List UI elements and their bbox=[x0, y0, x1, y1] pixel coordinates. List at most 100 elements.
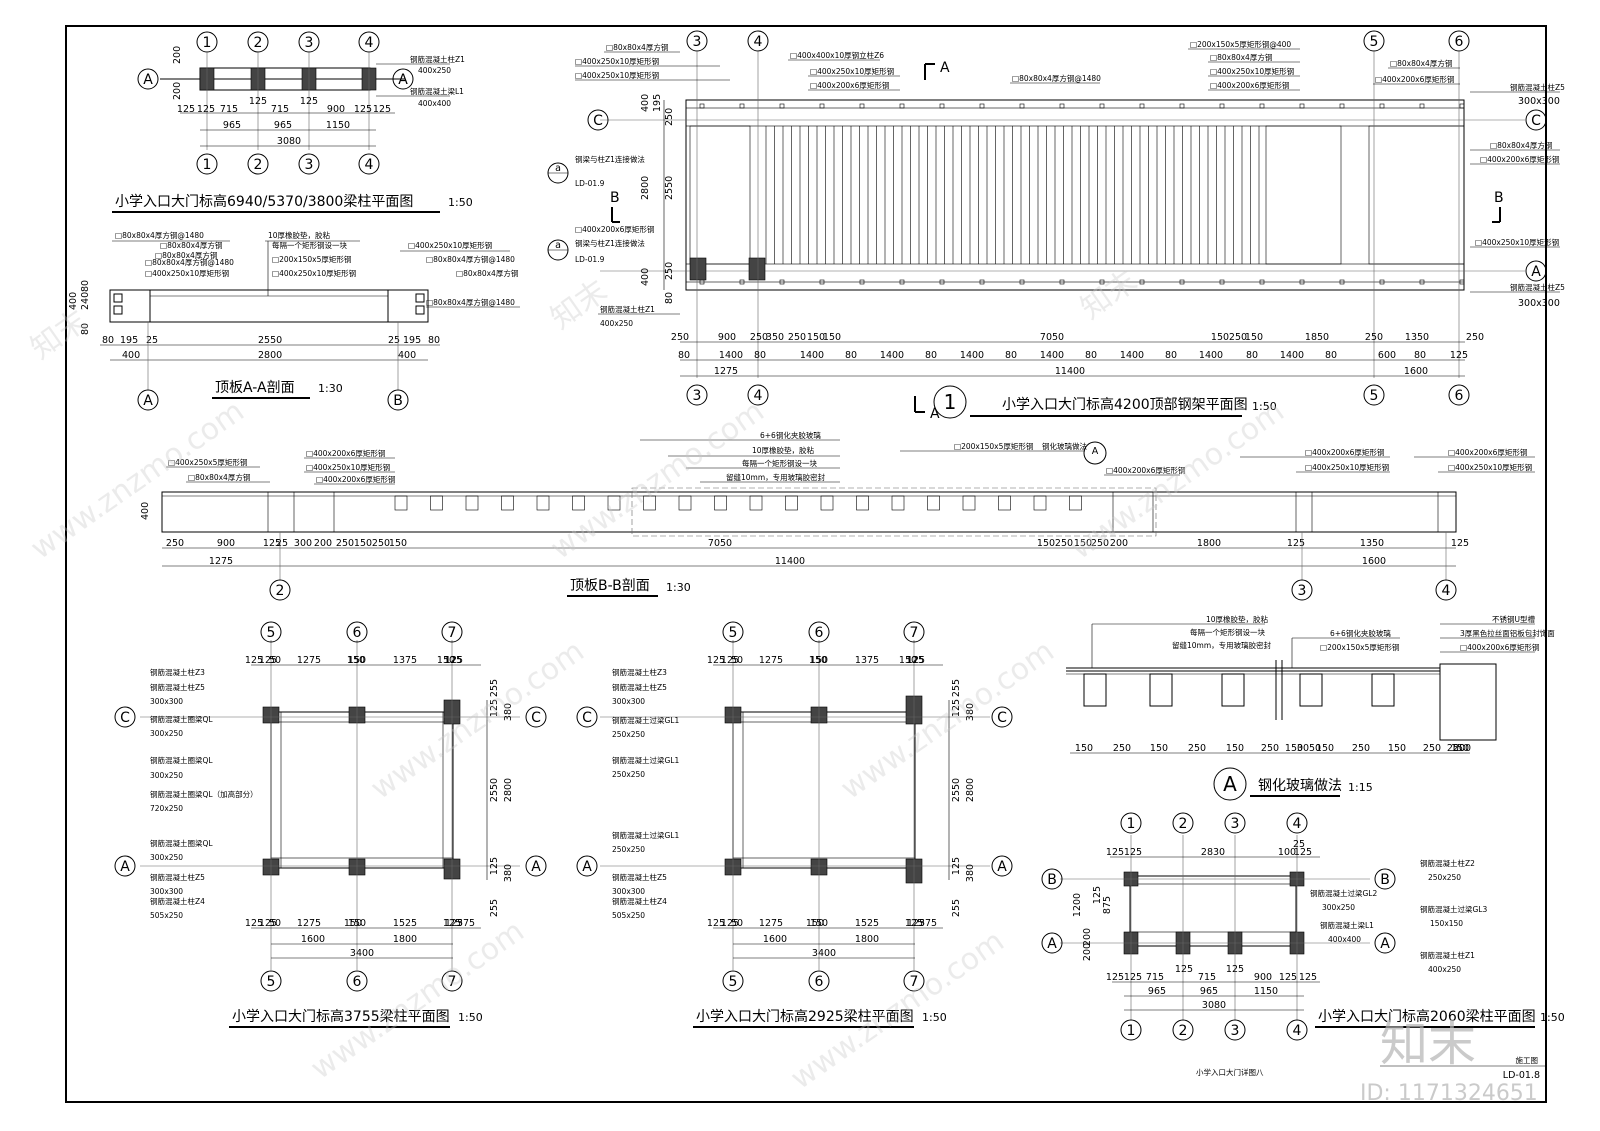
dim: 2550 bbox=[258, 335, 282, 346]
dim: 250 bbox=[671, 332, 689, 343]
axis-label: 3 bbox=[693, 34, 702, 50]
dim: 250 bbox=[1352, 743, 1370, 754]
dim: 125 bbox=[1299, 972, 1317, 983]
dim: 125 bbox=[245, 918, 263, 929]
dim: 50 bbox=[269, 655, 281, 666]
note: 250x250 bbox=[612, 730, 645, 739]
dim: 250 bbox=[1261, 743, 1279, 754]
note: 钢筋混凝土过梁GL1 bbox=[612, 755, 679, 765]
axis-label: 3 bbox=[693, 388, 702, 404]
dim: 150 bbox=[389, 538, 407, 549]
dim: 25 bbox=[1293, 839, 1305, 850]
dim: 200 bbox=[172, 82, 183, 100]
dim: 80 bbox=[754, 350, 766, 361]
slat-group bbox=[699, 103, 1465, 285]
dim: 255 bbox=[489, 899, 500, 917]
note: 钢筋混凝土柱Z1 bbox=[600, 304, 655, 314]
dim: 715 bbox=[271, 104, 289, 115]
axis-label: 3 bbox=[305, 157, 314, 173]
plan4-beam-column: 5 6 7 5 6 7 C C A A 钢筋混凝土柱Z3钢筋混凝土柱Z5300x… bbox=[576, 621, 1013, 1028]
dim: 2550 bbox=[489, 778, 500, 802]
dim: 1275 bbox=[759, 655, 783, 666]
note: 钢筋混凝土圈梁QL bbox=[150, 838, 213, 848]
dim: 1150 bbox=[326, 120, 350, 131]
axis-label: 3 bbox=[305, 35, 314, 51]
detail-ref-sheet: LD-01.9 bbox=[575, 255, 605, 264]
dim: 150 bbox=[1150, 743, 1168, 754]
dim: 3400 bbox=[350, 948, 374, 959]
dim: 125 bbox=[1451, 538, 1469, 549]
dim: 715 bbox=[220, 104, 238, 115]
column-z6 bbox=[748, 257, 766, 281]
note: □400x200x6厚矩形钢 bbox=[1375, 74, 1454, 84]
note: 300x300 bbox=[1518, 298, 1560, 309]
dim: 125 bbox=[443, 918, 461, 929]
dim: 1400 bbox=[800, 350, 824, 361]
rect-steel-profile bbox=[714, 495, 727, 511]
dim: 375 bbox=[457, 918, 475, 929]
section-marker: B bbox=[610, 190, 620, 206]
dim: 125 bbox=[721, 655, 739, 666]
dim: 125 bbox=[1175, 964, 1193, 975]
plan1-beam-column: 1 2 3 4 1 2 3 4 A A 钢筋混凝土柱Z1 400x250 钢筋混… bbox=[112, 31, 473, 213]
dim: 2800 bbox=[640, 176, 651, 200]
axis-label: 7 bbox=[448, 974, 457, 990]
dim: 125 bbox=[907, 655, 925, 666]
dim: 80 bbox=[678, 350, 690, 361]
axis-label: 4 bbox=[754, 34, 763, 50]
dim: 125 bbox=[1294, 847, 1312, 858]
dim: 1275 bbox=[209, 556, 233, 567]
note: 钢梁与柱Z1连接做法 bbox=[575, 238, 645, 248]
note: 钢筋混凝土柱Z5 bbox=[1510, 82, 1565, 92]
dim: 80 bbox=[80, 323, 91, 335]
note: 300x300 bbox=[150, 887, 183, 896]
note: 钢筋混凝土圈梁QL bbox=[150, 755, 213, 765]
dim: 195 bbox=[120, 335, 138, 346]
dim: 80 bbox=[1005, 350, 1017, 361]
dim: 125 bbox=[373, 104, 391, 115]
dim: 125 bbox=[1124, 847, 1142, 858]
dim: 150 bbox=[1211, 332, 1229, 343]
dim: 250 bbox=[1229, 332, 1247, 343]
drawing-number-code: LD-01.8 bbox=[1503, 1070, 1540, 1081]
note: 钢筋混凝土柱Z5 bbox=[612, 872, 667, 882]
rect-steel-profile bbox=[856, 495, 869, 511]
dim: 1600 bbox=[1404, 366, 1428, 377]
note: 720x250 bbox=[150, 804, 183, 813]
plan2-steel-frame: 3 4 5 6 3 4 5 6 C C A a LD-01.9 a LD-01.… bbox=[547, 30, 1565, 422]
dim: 1600 bbox=[1362, 556, 1386, 567]
dim: 125 bbox=[354, 104, 372, 115]
dim: 80 bbox=[1414, 350, 1426, 361]
dim: 1400 bbox=[1280, 350, 1304, 361]
title-block: 施工图 LD-01.8 小学入口大门详图八 bbox=[1196, 1055, 1546, 1081]
axis-label: 2 bbox=[1179, 816, 1188, 832]
note: 10厚橡胶垫，胶粘 bbox=[268, 230, 331, 240]
rect-steel-profile bbox=[927, 495, 940, 511]
note: □400x200x6厚矩形钢 bbox=[1460, 642, 1539, 652]
axis-label: 6 bbox=[353, 974, 362, 990]
note: 钢筋混凝土柱Z4 bbox=[150, 896, 205, 906]
dim: 125 bbox=[707, 655, 725, 666]
drawing-title: 小学入口大门标高2925梁柱平面图 bbox=[696, 1008, 914, 1025]
rect-steel-profile bbox=[501, 495, 514, 511]
dim: 150 bbox=[1451, 743, 1469, 754]
axis-label: 4 bbox=[365, 157, 374, 173]
dim: 150 bbox=[1037, 538, 1055, 549]
section-bb-profiles bbox=[394, 495, 1082, 511]
dim: 200 bbox=[1453, 743, 1471, 754]
dim: 1400 bbox=[1120, 350, 1144, 361]
rect-steel-profile bbox=[820, 495, 834, 511]
note: □80x80x4厚方钢 bbox=[188, 472, 250, 482]
note: 钢筋混凝土梁L1 bbox=[410, 86, 464, 96]
axis-label: 5 bbox=[729, 974, 738, 990]
dim: 1800 bbox=[393, 934, 417, 945]
drawing-number: 1 bbox=[944, 390, 957, 414]
dim: 150 bbox=[809, 655, 827, 666]
note: 400x250 bbox=[1428, 965, 1461, 974]
axis-label: 4 bbox=[1293, 1023, 1302, 1039]
dim: 125 bbox=[177, 104, 195, 115]
note: 300x250 bbox=[150, 729, 183, 738]
dim: 25 bbox=[276, 538, 288, 549]
dim: 380 bbox=[503, 864, 514, 882]
